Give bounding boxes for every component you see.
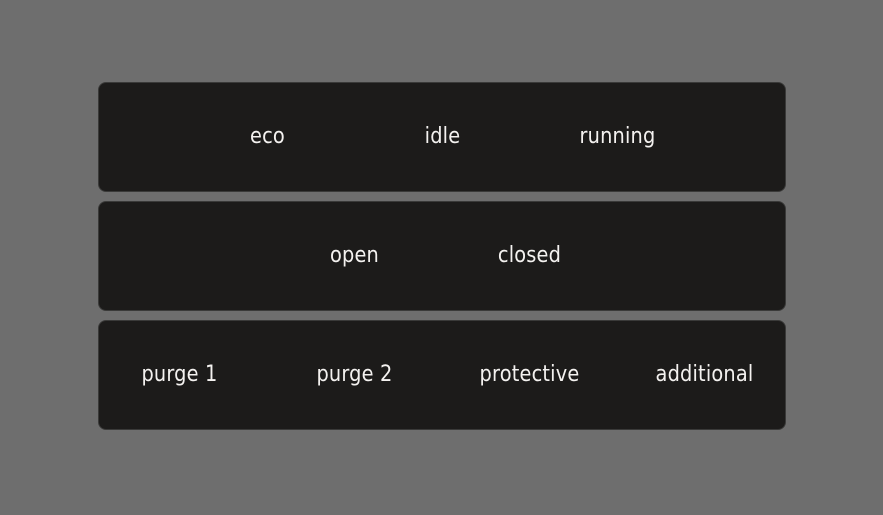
- option-closed[interactable]: closed: [497, 243, 562, 268]
- option-open[interactable]: open: [329, 243, 380, 268]
- panel-stack: eco idle running open closed purge 1 pur…: [98, 82, 786, 430]
- mode-panel: eco idle running: [98, 82, 786, 192]
- mode-option-row: eco idle running: [180, 126, 705, 148]
- option-eco[interactable]: eco: [249, 124, 285, 149]
- option-purge-1[interactable]: purge 1: [141, 362, 218, 387]
- option-running[interactable]: running: [579, 124, 655, 149]
- option-idle[interactable]: idle: [424, 124, 460, 149]
- state-panel: open closed: [98, 201, 786, 311]
- state-option-row: open closed: [267, 245, 617, 267]
- option-protective[interactable]: protective: [479, 362, 580, 387]
- program-option-row: purge 1 purge 2 protective additional: [99, 362, 785, 387]
- option-purge-2[interactable]: purge 2: [316, 362, 393, 387]
- program-panel: purge 1 purge 2 protective additional: [98, 320, 786, 430]
- option-additional[interactable]: additional: [655, 362, 754, 387]
